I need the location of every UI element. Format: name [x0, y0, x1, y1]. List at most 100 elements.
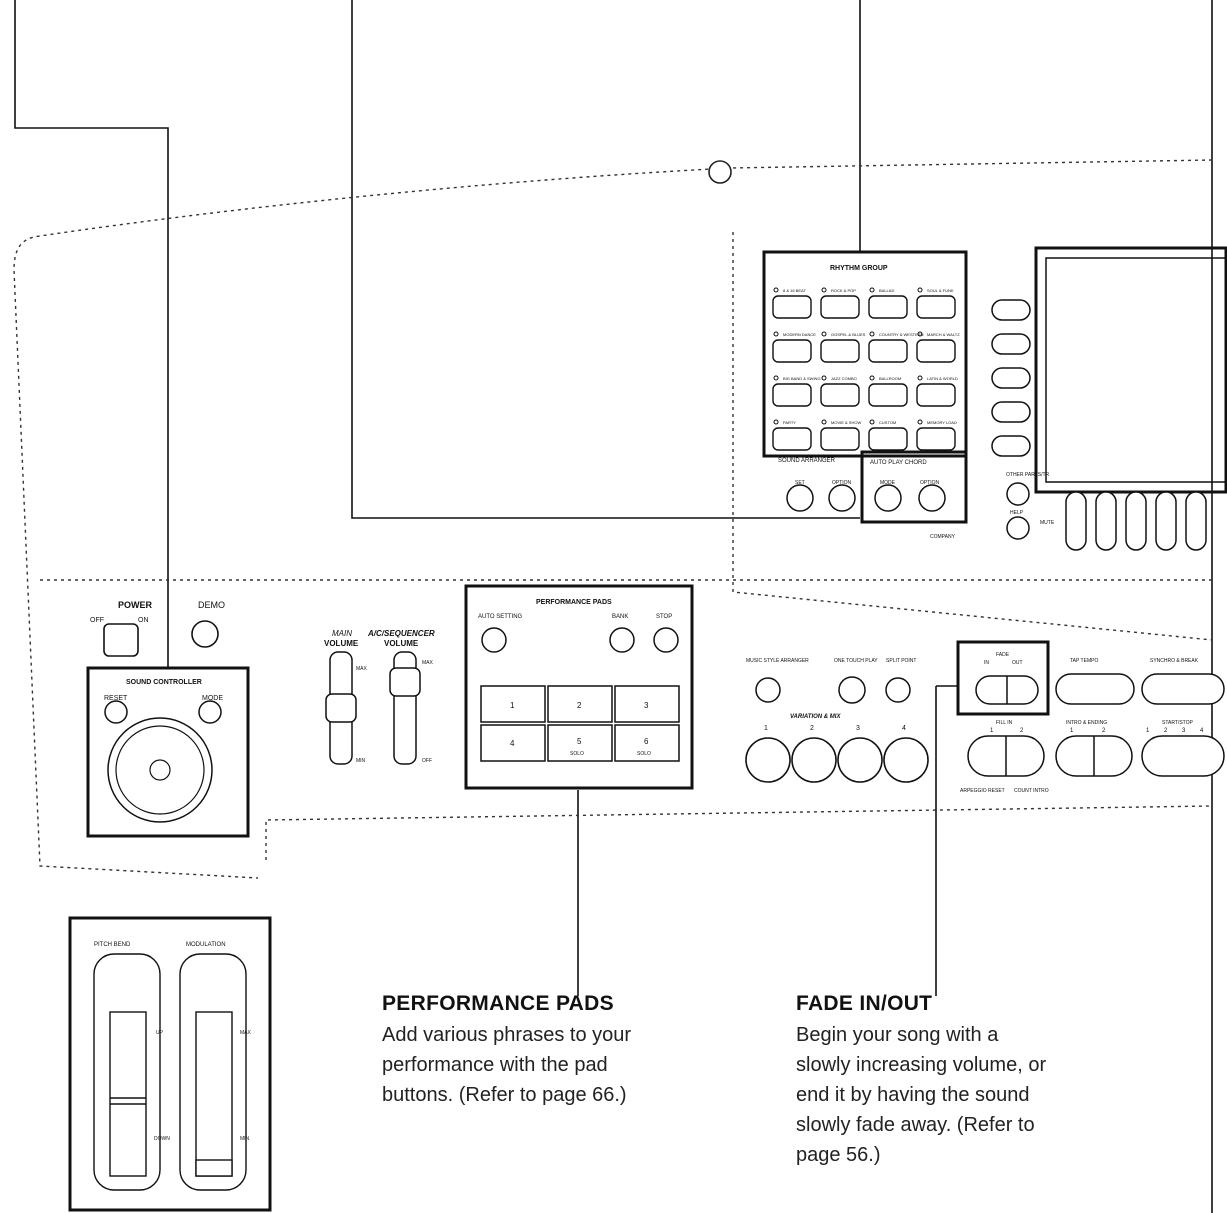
- rhythm-button-4[interactable]: [916, 295, 956, 319]
- pad-solo-label-5: SOLO: [570, 751, 584, 757]
- rhythm-button-1[interactable]: [772, 295, 812, 319]
- sound-controller-reset-button[interactable]: [104, 700, 128, 724]
- fade-in-out-callout-heading: FADE IN/OUT: [796, 992, 933, 1015]
- rhythm-button-15[interactable]: [868, 427, 908, 451]
- auto-play-chord-title: AUTO PLAY CHORD: [870, 460, 927, 466]
- sound-controller-title: SOUND CONTROLLER: [126, 679, 202, 686]
- rhythm-button-16[interactable]: [916, 427, 956, 451]
- rhythm-button-label-13: PARTY: [783, 420, 796, 425]
- display-side-button-5[interactable]: [991, 435, 1031, 457]
- modulation-wheel-marker: [195, 1159, 233, 1177]
- rhythm-button-label-3: BALLAD: [879, 288, 894, 293]
- mute-label: MUTE: [1040, 520, 1055, 526]
- sound-controller-mode-label: MODE: [202, 695, 223, 702]
- auto-play-chord-mode-label: MODE: [880, 480, 896, 486]
- mute-button-4[interactable]: [1155, 491, 1177, 551]
- one-touch-play-button[interactable]: [838, 676, 866, 704]
- display-bezel: [1034, 246, 1227, 494]
- sound-arranger-set-button[interactable]: [786, 484, 814, 512]
- pad-label-6: 6: [644, 737, 649, 746]
- rhythm-button-10[interactable]: [820, 383, 860, 407]
- fade-section: FADE IN OUT: [956, 640, 1050, 716]
- tap-tempo-button[interactable]: [1055, 673, 1135, 705]
- synchro-break-button[interactable]: [1141, 673, 1225, 705]
- demo-label: DEMO: [198, 600, 225, 610]
- modulation-title: MODULATION: [186, 942, 226, 948]
- help-button[interactable]: [1006, 516, 1030, 540]
- rhythm-button-9[interactable]: [772, 383, 812, 407]
- rhythm-button-label-14: MOVIE & SHOW: [831, 420, 861, 425]
- stop-label: STOP: [656, 614, 672, 620]
- fade-in-out-callout-line-3: end it by having the sound: [796, 1084, 1030, 1106]
- other-parts-button[interactable]: [1006, 482, 1030, 506]
- auto-play-chord-mode-button[interactable]: [874, 484, 902, 512]
- sequencer-volume-slider-knob[interactable]: [389, 667, 421, 697]
- rhythm-button-label-10: JAZZ COMBO: [831, 376, 857, 381]
- other-parts-label: OTHER PARTS/TR: [1006, 472, 1050, 478]
- split-point-button[interactable]: [885, 677, 911, 703]
- rhythm-button-6[interactable]: [820, 339, 860, 363]
- pad-label-5: 5: [577, 737, 582, 746]
- display-side-button-4[interactable]: [991, 401, 1031, 423]
- mute-button-1[interactable]: [1065, 491, 1087, 551]
- rhythm-button-13[interactable]: [772, 427, 812, 451]
- pad-button-3[interactable]: [614, 685, 680, 723]
- auto-play-chord-option-button[interactable]: [918, 484, 946, 512]
- start-stop-button[interactable]: [1141, 735, 1225, 777]
- power-on-label: ON: [138, 617, 149, 624]
- variation-button-3[interactable]: [837, 737, 883, 783]
- rhythm-button-7[interactable]: [868, 339, 908, 363]
- pad-label-1: 1: [510, 701, 515, 710]
- variation-button-1[interactable]: [745, 737, 791, 783]
- demo-button[interactable]: [191, 620, 219, 648]
- stop-button[interactable]: [653, 627, 679, 653]
- rhythm-button-5[interactable]: [772, 339, 812, 363]
- modulation-wheel[interactable]: [195, 1011, 233, 1177]
- variation-button-4[interactable]: [883, 737, 929, 783]
- auto-setting-button[interactable]: [481, 627, 507, 653]
- pad-button-4[interactable]: [480, 724, 546, 762]
- start-stop-title: START/STOP: [1162, 720, 1194, 726]
- company-label: COMPANY: [930, 534, 956, 540]
- variation-button-2[interactable]: [791, 737, 837, 783]
- rhythm-button-12[interactable]: [916, 383, 956, 407]
- mute-button-2[interactable]: [1095, 491, 1117, 551]
- bank-button[interactable]: [609, 627, 635, 653]
- sound-controller-mode-button[interactable]: [198, 700, 222, 724]
- variation-label-4: 4: [902, 725, 906, 732]
- rhythm-led-13: [773, 419, 779, 425]
- rhythm-button-label-5: MODERN DANCE: [783, 332, 816, 337]
- display-side-button-2[interactable]: [991, 333, 1031, 355]
- rhythm-button-8[interactable]: [916, 339, 956, 363]
- pad-button-2[interactable]: [547, 685, 613, 723]
- fade-title: FADE: [996, 652, 1010, 658]
- rhythm-button-11[interactable]: [868, 383, 908, 407]
- sound-arranger-option-button[interactable]: [828, 484, 856, 512]
- sequencer-volume-off-label: OFF: [422, 758, 432, 764]
- modulation-min-label: MIN: [240, 1136, 250, 1142]
- rhythm-button-14[interactable]: [820, 427, 860, 451]
- power-button[interactable]: [103, 623, 139, 657]
- display-side-button-3[interactable]: [991, 367, 1031, 389]
- rhythm-button-label-15: CUSTOM: [879, 420, 896, 425]
- sound-controller-reset-label: RESET: [104, 695, 128, 702]
- pitch-bend-wheel[interactable]: [109, 1011, 147, 1177]
- pad-button-6[interactable]: [614, 724, 680, 762]
- count-intro-label: COUNT INTRO: [1014, 788, 1049, 794]
- rhythm-led-5: [773, 331, 779, 337]
- rhythm-led-15: [869, 419, 875, 425]
- mute-button-5[interactable]: [1185, 491, 1207, 551]
- start-stop-label-3: 3: [1182, 728, 1186, 734]
- rhythm-led-6: [821, 331, 827, 337]
- pad-label-2: 2: [577, 701, 582, 710]
- pad-button-5[interactable]: [547, 724, 613, 762]
- music-style-arranger-button[interactable]: [755, 677, 781, 703]
- main-volume-slider-knob[interactable]: [325, 693, 357, 723]
- rhythm-button-3[interactable]: [868, 295, 908, 319]
- rhythm-button-2[interactable]: [820, 295, 860, 319]
- mute-button-3[interactable]: [1125, 491, 1147, 551]
- pad-button-1[interactable]: [480, 685, 546, 723]
- pad-label-3: 3: [644, 701, 649, 710]
- rhythm-led-12: [917, 375, 923, 381]
- display-side-button-1[interactable]: [991, 299, 1031, 321]
